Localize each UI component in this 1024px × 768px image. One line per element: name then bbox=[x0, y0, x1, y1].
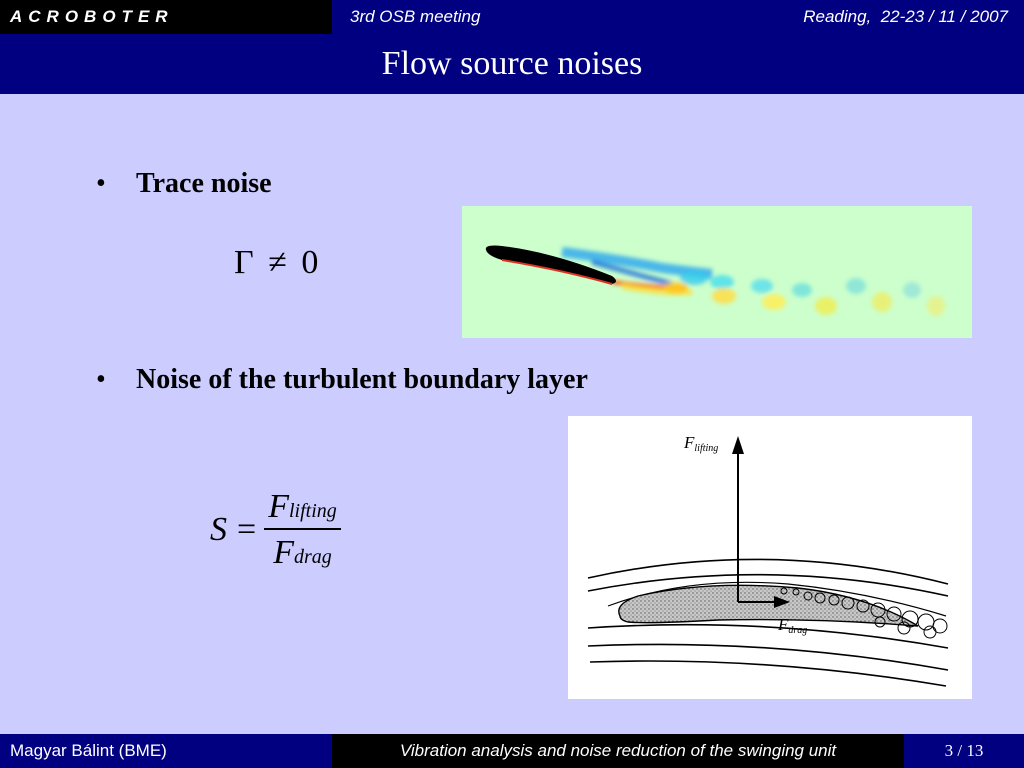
formula-denominator: Fdrag bbox=[273, 534, 332, 571]
lift-force-label: Flifting bbox=[683, 433, 718, 454]
brand-logo-text: ACROBOTER bbox=[10, 7, 174, 26]
wake-vortex-image bbox=[462, 206, 972, 338]
bullet-dot: • bbox=[96, 364, 106, 395]
slide-title: Flow source noises bbox=[381, 45, 643, 82]
bullet-dot: • bbox=[96, 168, 106, 199]
footer-author: Magyar Bálint (BME) bbox=[0, 734, 332, 768]
meeting-location-date: Reading, 22-23 / 11 / 2007 bbox=[803, 7, 1008, 26]
wake-background bbox=[462, 206, 972, 338]
footer-page-number: 3 / 13 bbox=[904, 734, 1024, 768]
footer-project-title: Vibration analysis and noise reduction o… bbox=[332, 734, 904, 768]
bullet-boundary-layer: • Noise of the turbulent boundary layer bbox=[96, 364, 588, 396]
airfoil-shape bbox=[485, 245, 616, 284]
lift-arrow-icon bbox=[732, 436, 744, 454]
formula-ratio: S = Flifting Fdrag bbox=[210, 488, 341, 572]
drag-force-label: Fdrag bbox=[777, 615, 807, 636]
header-info-area: 3rd OSB meeting Reading, 22-23 / 11 / 20… bbox=[332, 0, 1024, 34]
wake-vortex-svg bbox=[462, 206, 972, 338]
formula-gamma: Γ bbox=[234, 244, 254, 281]
turbulent-eddies bbox=[780, 587, 948, 639]
header-bar: ACROBOTER 3rd OSB meeting Reading, 22-23… bbox=[0, 0, 1024, 34]
airfoil-force-diagram: Flifting Fdrag bbox=[568, 416, 972, 699]
force-diagram-svg: Flifting Fdrag bbox=[568, 416, 972, 699]
airfoil-profile bbox=[618, 584, 919, 627]
title-bar: Flow source noises bbox=[0, 34, 1024, 94]
diagram-background bbox=[568, 416, 972, 699]
bullet-trace-noise: • Trace noise bbox=[96, 168, 272, 200]
formula-numerator: Flifting bbox=[268, 488, 337, 525]
formula-zero: 0 bbox=[301, 244, 319, 281]
fraction-bar bbox=[264, 528, 341, 530]
formula-equals: = bbox=[237, 511, 257, 548]
bullet-text: Trace noise bbox=[136, 168, 272, 199]
formula-not-equal: ≠ bbox=[268, 244, 287, 281]
bullet-text: Noise of the turbulent boundary layer bbox=[136, 364, 588, 395]
formula-circulation: Γ ≠ 0 bbox=[234, 244, 318, 282]
footer-bar: Magyar Bálint (BME) Vibration analysis a… bbox=[0, 734, 1024, 768]
wake-vortices bbox=[561, 247, 945, 316]
formula-fraction: Flifting Fdrag bbox=[264, 488, 341, 572]
drag-arrow-icon bbox=[774, 596, 790, 608]
airfoil-trailing-edge bbox=[501, 259, 613, 285]
meeting-name: 3rd OSB meeting bbox=[350, 7, 481, 26]
header-brand-area: ACROBOTER bbox=[0, 0, 332, 34]
streamlines bbox=[587, 558, 949, 687]
formula-s: S bbox=[210, 511, 227, 548]
